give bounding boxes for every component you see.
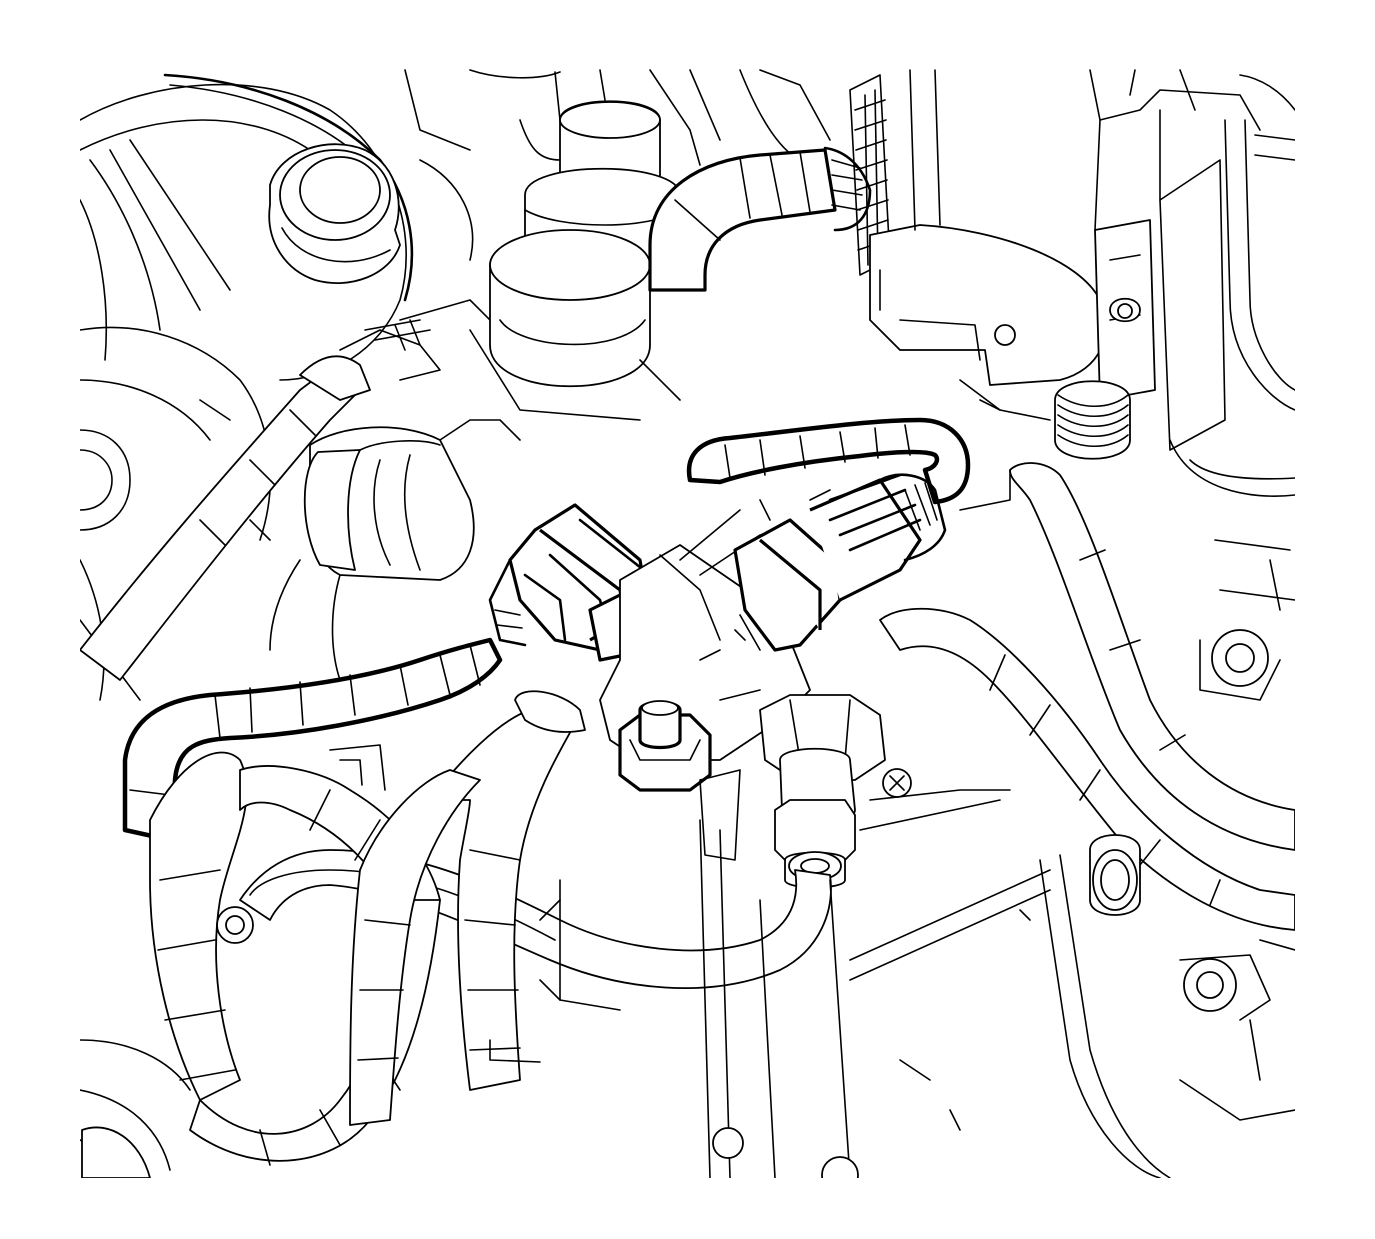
lower-structure (80, 819, 1295, 1178)
left-electrical-connector (488, 503, 652, 662)
left-pigtail-harness (122, 637, 503, 843)
sensor-cylinder (469, 100, 681, 421)
bracket-nut (618, 700, 712, 792)
upper-left-cap (268, 143, 401, 284)
left-wire-harness (80, 319, 441, 681)
tube-fitting (759, 694, 1011, 889)
right-vertical-tube (959, 462, 1295, 851)
right-housing (1089, 69, 1295, 497)
lower-fuel-line (239, 849, 832, 989)
right-mounting-bosses (1089, 539, 1295, 1021)
upper-hose (648, 146, 872, 292)
right-pigtail-harness (686, 417, 971, 505)
right-electrical-connector (733, 473, 947, 652)
center-descending-harness (349, 690, 586, 1126)
mounting-bracket (869, 69, 1107, 421)
ribbed-coupling (1054, 380, 1131, 460)
right-coolant-tube (879, 607, 1295, 931)
detail-strokes (199, 399, 1031, 921)
top-center-structure (399, 69, 831, 341)
elbow-connector-body (269, 419, 521, 681)
